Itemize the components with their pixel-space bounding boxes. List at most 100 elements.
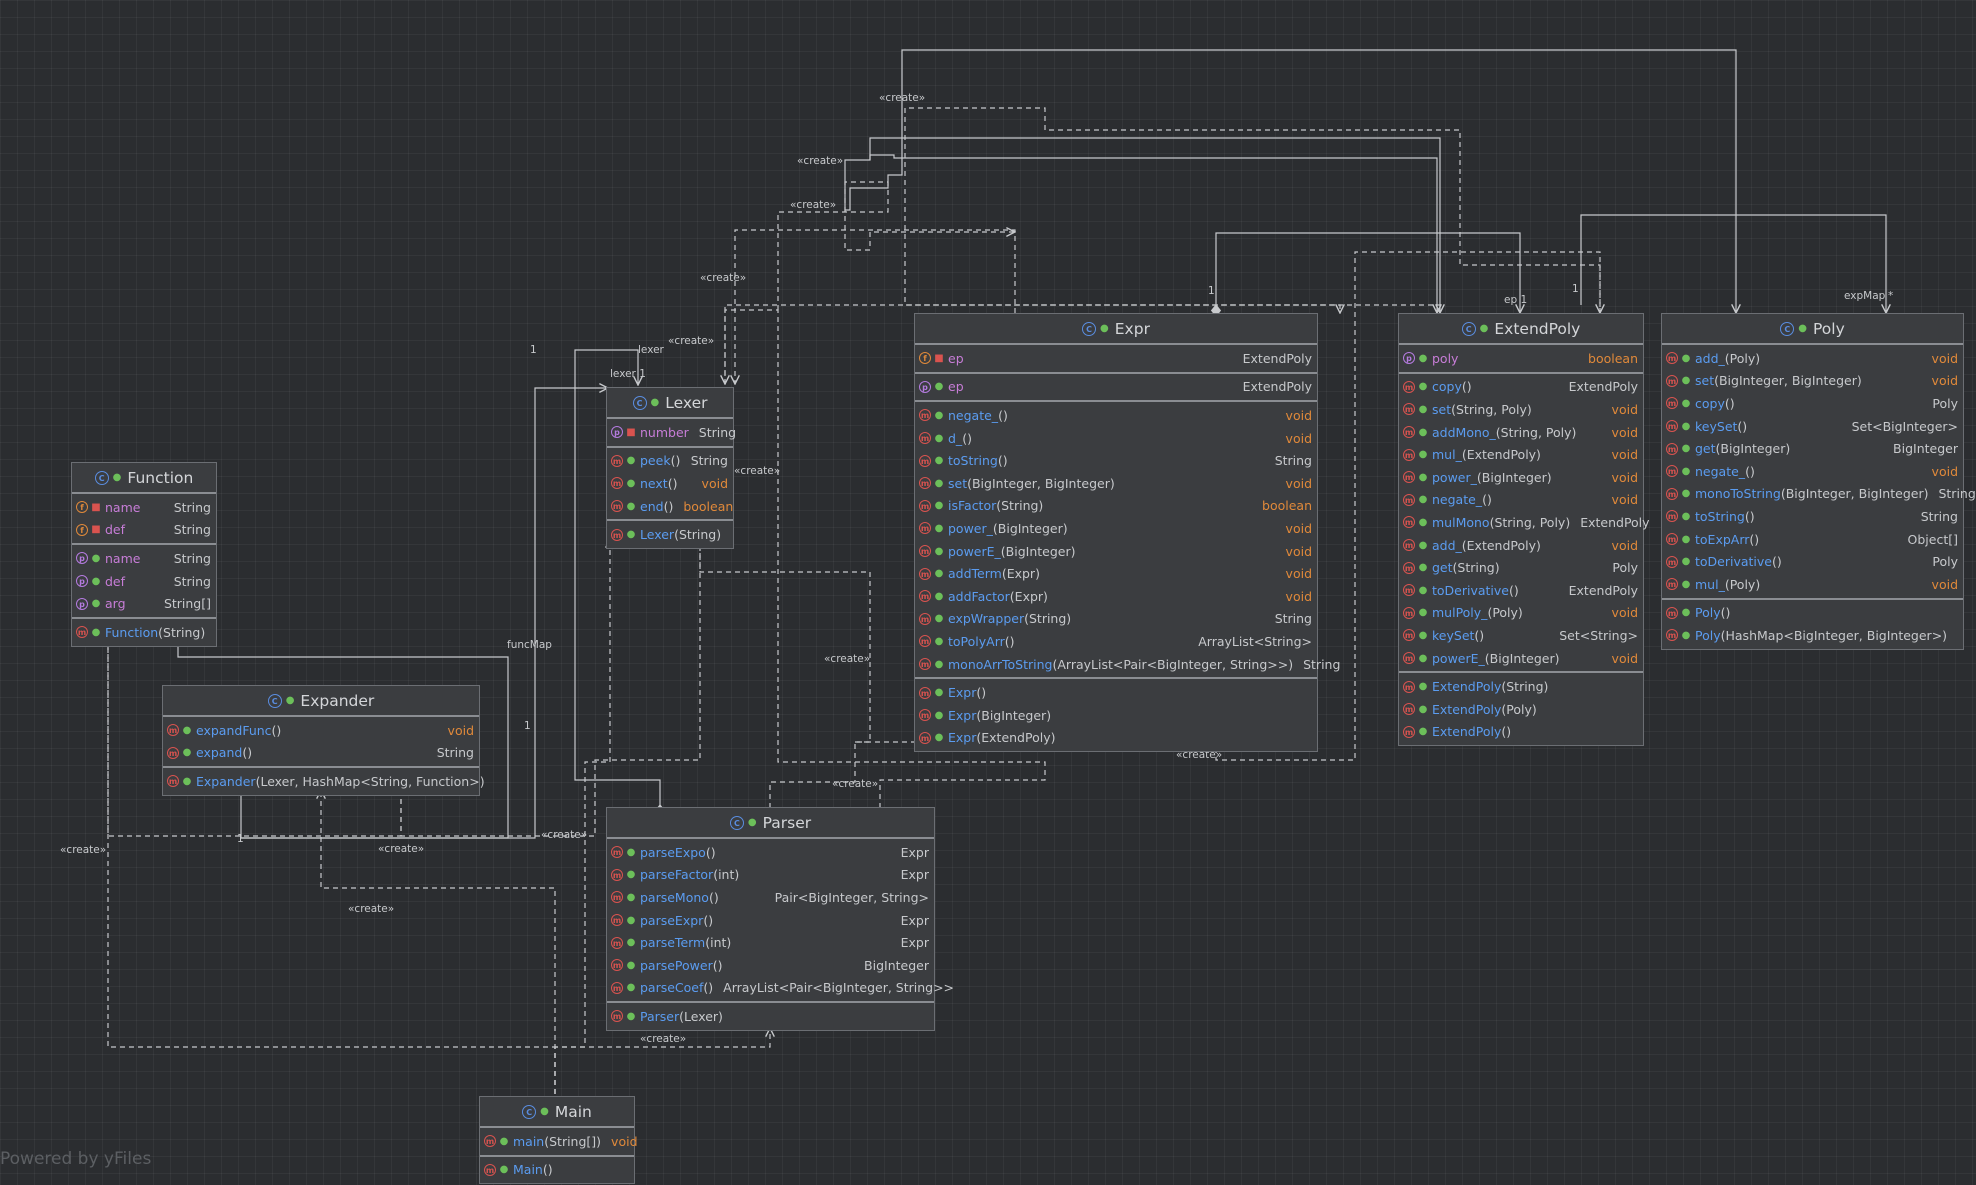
method-row[interactable]: m●copy()Poly xyxy=(1662,392,1963,415)
constructor-row[interactable]: m●Main() xyxy=(480,1159,634,1182)
method-row[interactable]: m●set(String, Poly)void xyxy=(1399,398,1643,421)
method-row[interactable]: m●set(BigInteger, BigInteger)void xyxy=(915,472,1317,495)
method-row[interactable]: m●mul_(ExtendPoly)void xyxy=(1399,443,1643,466)
method-row[interactable]: m●isFactor(String)boolean xyxy=(915,495,1317,518)
method-row[interactable]: m●negate_()void xyxy=(1399,489,1643,512)
method-row[interactable]: m●power_(BigInteger)void xyxy=(1399,466,1643,489)
constructor-row[interactable]: m●Expander(Lexer, HashMap<String, Functi… xyxy=(163,770,485,793)
method-row[interactable]: m●mulPoly_(Poly)void xyxy=(1399,602,1643,625)
public-icon: ● xyxy=(182,747,192,759)
method-icon: m xyxy=(167,724,179,737)
method-row[interactable]: m●mulMono(String, Poly)ExtendPoly xyxy=(1399,511,1650,534)
method-row[interactable]: m●copy()ExtendPoly xyxy=(1399,376,1643,399)
label-one-funcmap: 1 xyxy=(524,720,531,732)
label-create-10: «create» xyxy=(832,778,878,790)
class-icon: C xyxy=(1082,321,1097,336)
method-row[interactable]: m●monoToString(BigInteger, BigInteger)St… xyxy=(1662,483,1976,506)
method-row[interactable]: m●parseCoef()ArrayList<Pair<BigInteger, … xyxy=(607,977,954,1000)
method-row[interactable]: m●addTerm(Expr)void xyxy=(915,562,1317,585)
method-row[interactable]: m●negate_()void xyxy=(1662,460,1963,483)
method-icon: m xyxy=(1403,426,1415,439)
edge-create-main-function xyxy=(108,638,556,1094)
method-row[interactable]: m●main(String[])void xyxy=(480,1130,638,1153)
method-params: (BigInteger) xyxy=(992,520,1068,536)
class-poly[interactable]: C●Poly m●add_(Poly)void m●set(BigInteger… xyxy=(1661,313,1976,650)
constructor-row[interactable]: m●Function(String) xyxy=(72,621,216,644)
method-row[interactable]: m●next()void xyxy=(607,472,733,495)
constructor-row[interactable]: m●Lexer(String) xyxy=(607,523,733,546)
method-row[interactable]: m●get(String)Poly xyxy=(1399,556,1643,579)
method-row[interactable]: m●d_()void xyxy=(915,427,1317,450)
constructor-row[interactable]: m●Poly(HashMap<BigInteger, BigInteger>) xyxy=(1662,624,1963,647)
method-params: (BigInteger) xyxy=(1000,543,1076,559)
method-name: set xyxy=(948,475,968,491)
method-row[interactable]: m●addMono_(String, Poly)void xyxy=(1399,421,1643,444)
method-row[interactable]: m●mul_(Poly)void xyxy=(1662,573,1963,596)
public-icon: ● xyxy=(934,709,944,721)
method-row[interactable]: m●keySet()Set<String> xyxy=(1399,624,1643,647)
method-row[interactable]: m●monoArrToString(ArrayList<Pair<BigInte… xyxy=(915,653,1340,676)
method-row[interactable]: m●power_(BigInteger)void xyxy=(915,517,1317,540)
label-create-12: «create» xyxy=(378,843,424,855)
method-row[interactable]: m●parseMono()Pair<BigInteger, String> xyxy=(607,886,934,909)
constructor-row[interactable]: m●Expr(BigInteger) xyxy=(915,704,1317,727)
method-params: () xyxy=(1745,463,1755,479)
method-row[interactable]: m●peek()String xyxy=(607,450,733,473)
method-row[interactable]: m●toDerivative()Poly xyxy=(1662,550,1963,573)
method-row[interactable]: m●negate_()void xyxy=(915,404,1317,427)
constructor-row[interactable]: m●Parser(Lexer) xyxy=(607,1005,934,1028)
method-row[interactable]: m●powerE_(BigInteger)void xyxy=(915,540,1317,563)
class-main[interactable]: C●Main m●main(String[])void m●Main() xyxy=(479,1096,638,1185)
method-row[interactable]: m●parseExpo()Expr xyxy=(607,841,934,864)
method-row[interactable]: m●parseTerm(int)Expr xyxy=(607,931,934,954)
method-row[interactable]: m●keySet()Set<BigInteger> xyxy=(1662,415,1963,438)
method-row[interactable]: m●toExpArr()Object[] xyxy=(1662,528,1963,551)
method-row[interactable]: m●add_(Poly)void xyxy=(1662,347,1963,370)
constructor-row[interactable]: m●Expr(ExtendPoly) xyxy=(915,727,1317,750)
method-row[interactable]: m●toString()String xyxy=(915,449,1317,472)
class-expander[interactable]: C●Expander m●expandFunc()void m●expand()… xyxy=(162,685,485,796)
class-parser[interactable]: C●Parser m●parseExpo()Expr m●parseFactor… xyxy=(606,807,954,1031)
method-name: expandFunc xyxy=(196,722,272,738)
method-icon: m xyxy=(1666,374,1678,387)
public-icon: ● xyxy=(1681,556,1691,568)
method-row[interactable]: m●toPolyArr()ArrayList<String> xyxy=(915,630,1317,653)
method-row[interactable]: m●expandFunc()void xyxy=(163,719,479,742)
constructor-name: Expr xyxy=(948,685,977,701)
method-row[interactable]: m●expand()String xyxy=(163,742,479,765)
method-row[interactable]: m●powerE_(BigInteger)void xyxy=(1399,647,1643,670)
constructor-row[interactable]: m●ExtendPoly() xyxy=(1399,721,1643,744)
method-type: Set<BigInteger> xyxy=(1851,418,1958,434)
method-row[interactable]: m●set(BigInteger, BigInteger)void xyxy=(1662,370,1963,393)
method-row[interactable]: m●expWrapper(String)String xyxy=(915,608,1317,631)
label-lexer-one: lexer 1 xyxy=(610,368,646,380)
constructor-row[interactable]: m●ExtendPoly(String) xyxy=(1399,675,1643,698)
method-row[interactable]: m●toString()String xyxy=(1662,505,1963,528)
method-row[interactable]: m●parseFactor(int)Expr xyxy=(607,864,934,887)
constructor-row[interactable]: m●Poly() xyxy=(1662,602,1963,625)
public-icon: ● xyxy=(934,381,944,393)
method-row[interactable]: m●parsePower()BigInteger xyxy=(607,954,934,977)
method-row[interactable]: m●add_(ExtendPoly)void xyxy=(1399,534,1643,557)
method-row[interactable]: m●get(BigInteger)BigInteger xyxy=(1662,437,1963,460)
constructor-row[interactable]: m●Expr() xyxy=(915,681,1317,704)
method-row[interactable]: m●end()boolean xyxy=(607,495,733,518)
constructor-row[interactable]: m●ExtendPoly(Poly) xyxy=(1399,698,1643,721)
method-row[interactable]: m●toDerivative()ExtendPoly xyxy=(1399,579,1643,602)
method-row[interactable]: m●parseExpr()Expr xyxy=(607,909,934,932)
method-row[interactable]: m●addFactor(Expr)void xyxy=(915,585,1317,608)
public-icon: ● xyxy=(934,455,944,467)
